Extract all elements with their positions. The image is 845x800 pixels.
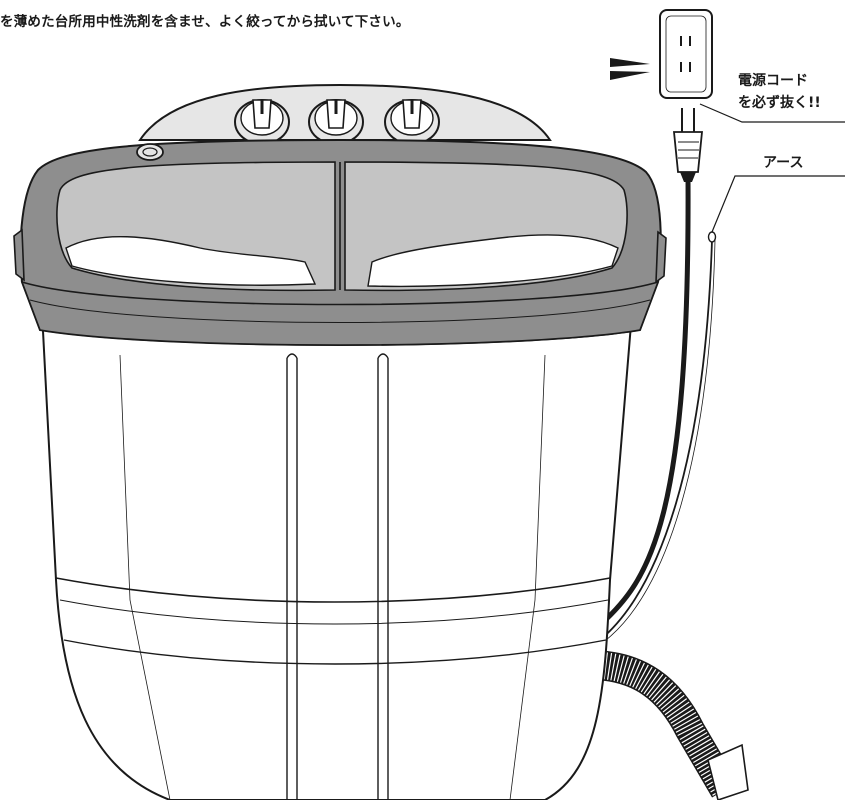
mode-knob — [308, 99, 364, 145]
wall-outlet — [659, 9, 713, 99]
pull-direction-arrows — [610, 58, 650, 80]
power-callout-leader — [699, 103, 845, 123]
instruction-text: を薄めた台所用中性洗剤を含ませ、よく絞ってから拭いて下さい。 — [0, 14, 410, 30]
power-cord-callout-line2: を必ず抜く!! — [738, 95, 821, 111]
lid — [13, 138, 667, 346]
power-cord-callout-line1: 電源コード — [738, 73, 808, 89]
spin-timer-knob — [384, 99, 440, 145]
earth-callout: アース — [763, 152, 803, 174]
power-plug — [673, 108, 703, 182]
drain-hose — [589, 650, 749, 800]
tub-body — [40, 311, 634, 800]
earth-callout-label: アース — [763, 155, 804, 171]
timer-knob — [234, 99, 290, 145]
power-cord — [598, 174, 691, 627]
power-cord-callout: 電源コード を必ず抜く!! — [738, 70, 821, 114]
earth-callout-leader — [711, 175, 845, 233]
